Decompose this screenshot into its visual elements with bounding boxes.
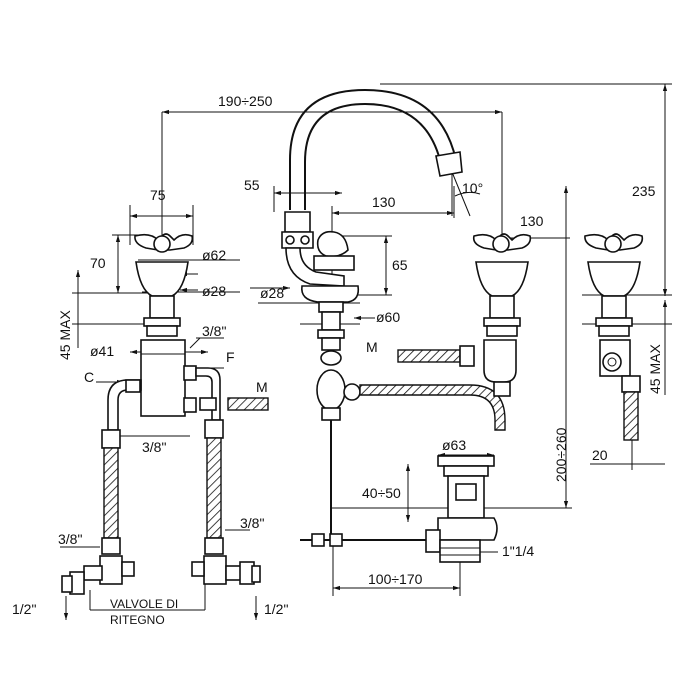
valve-label-line1: VALVOLE DI [110, 597, 178, 611]
dim-cross-width: 75 [150, 187, 166, 203]
dim-right-130: 130 [520, 213, 544, 229]
dim-range-100-170: 100÷170 [368, 571, 423, 587]
dim-spout-65: 65 [392, 257, 408, 273]
dim-range-200-260: 200÷260 [553, 427, 569, 482]
dim-diam-28-left: ø28 [202, 283, 226, 299]
label-m-center: M [366, 339, 378, 355]
dim-spout-55: 55 [244, 177, 260, 193]
dim-thread-38-hose-right: 3/8" [240, 515, 264, 531]
dim-diam-28-center: ø28 [260, 285, 284, 301]
dim-thread-12-left: 1/2" [12, 601, 36, 617]
dim-thread-38-top: 3/8" [202, 323, 226, 339]
label-m-left: M [256, 379, 268, 395]
dim-range-40-50: 40÷50 [362, 485, 401, 501]
dim-right-45-max: 45 MAX [647, 344, 663, 394]
dim-thread-38-mid: 3/8" [142, 439, 166, 455]
dim-height-total: 235 [632, 183, 656, 199]
dim-spout-130: 130 [372, 194, 396, 210]
left-handle-valve [61, 233, 269, 595]
pop-up-waste [425, 455, 498, 563]
dim-diam-62: ø62 [202, 247, 226, 263]
dim-thread-12-right: 1/2" [264, 601, 288, 617]
dim-right-20: 20 [592, 447, 608, 463]
dim-cross-height: 70 [90, 255, 106, 271]
dim-spout-angle: 10° [462, 180, 483, 196]
label-c: C [84, 369, 94, 385]
dim-waste-thread: 1"1/4 [502, 543, 534, 559]
dim-diam-60: ø60 [376, 309, 400, 325]
dimension-labels: 190÷250 235 75 70 ø62 ø28 45 MAX ø41 3/8… [12, 93, 663, 627]
dim-thread-38-hose-left: 3/8" [58, 531, 82, 547]
dim-45-max-left: 45 MAX [57, 310, 73, 360]
label-f: F [226, 349, 235, 365]
right-handle-valve [472, 233, 532, 397]
dim-spout-spread: 190÷250 [218, 93, 273, 109]
side-view-valve [584, 233, 644, 441]
dim-diam-41: ø41 [90, 343, 114, 359]
center-spout [281, 88, 506, 547]
dim-diam-63: ø63 [442, 437, 466, 453]
valve-label-line2: RITEGNO [110, 613, 165, 627]
